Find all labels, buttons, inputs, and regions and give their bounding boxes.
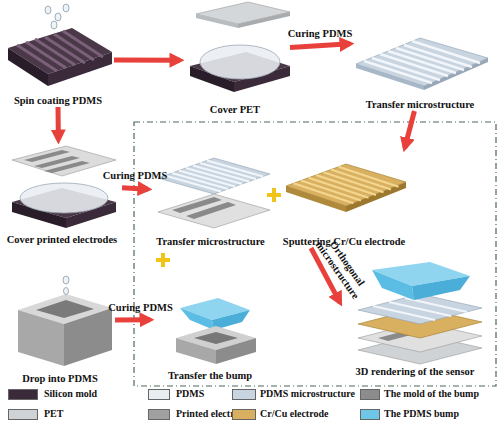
pdms-drops bbox=[63, 276, 69, 295]
pdms-drops bbox=[45, 4, 69, 29]
legend-swatch bbox=[232, 389, 256, 400]
plus-symbol bbox=[267, 188, 281, 202]
step-caption: Transfer the bump bbox=[168, 370, 252, 382]
step-caption: Transfer microstructure bbox=[366, 99, 475, 111]
legend-swatch bbox=[360, 389, 380, 400]
step-caption: Cover printed electrodes bbox=[7, 234, 117, 246]
process-arrow bbox=[405, 111, 415, 148]
plus-symbol bbox=[156, 253, 170, 267]
process-arrow bbox=[122, 188, 148, 190]
process-arrow bbox=[290, 44, 350, 48]
process-step: Cover printed electrodes bbox=[2, 140, 122, 246]
arrow-label: Curing PDMS bbox=[101, 302, 181, 314]
arrow-label: Curing PDMS bbox=[95, 170, 175, 182]
process-step: Transfer microstructure bbox=[350, 15, 490, 111]
step-caption: Drop into PDMS bbox=[22, 373, 98, 385]
legend-label: PDMS bbox=[176, 388, 204, 400]
pdms-microstructure bbox=[356, 38, 488, 90]
step-caption: Transfer microstructure bbox=[156, 236, 265, 248]
legend-label: The PDMS bump bbox=[384, 408, 459, 420]
pdms-bump bbox=[180, 298, 250, 330]
arrow-label: Orthogonal microstructure bbox=[309, 228, 373, 306]
printed-electrodes bbox=[12, 146, 116, 176]
legend-label: Silicon mold bbox=[44, 388, 97, 400]
legend-swatch bbox=[148, 409, 170, 420]
process-arrow bbox=[114, 58, 180, 63]
process-arrow bbox=[56, 107, 61, 140]
process-step: Sputtering Cr/Cu electrode bbox=[278, 148, 410, 248]
silicon-mold bbox=[8, 28, 112, 86]
step-caption: Spin coating PDMS bbox=[14, 95, 102, 107]
legend-swatch bbox=[8, 409, 38, 420]
printed-electrodes bbox=[158, 194, 270, 228]
process-step: Drop into PDMS bbox=[5, 275, 115, 385]
silicon-mold bbox=[190, 45, 290, 92]
legend-label: PET bbox=[44, 408, 63, 420]
crcu-electrode bbox=[286, 164, 406, 212]
silicon-mold bbox=[12, 183, 116, 228]
process-step: Transfer microstructure bbox=[148, 150, 273, 248]
process-step: Spin coating PDMS bbox=[2, 5, 114, 107]
legend-label: PDMS microstructure bbox=[260, 388, 355, 400]
process-arrow bbox=[115, 317, 150, 322]
legend-swatch bbox=[360, 409, 380, 420]
legend-swatch bbox=[232, 409, 256, 420]
legend-swatch bbox=[148, 389, 170, 400]
pdms-microstructure bbox=[158, 158, 270, 194]
step-caption: 3D rendering of the sensor bbox=[356, 366, 475, 378]
step-caption: Cover PET bbox=[210, 104, 260, 116]
legend-label: Cr/Cu electrode bbox=[260, 408, 328, 420]
bump-mold bbox=[176, 326, 256, 364]
arrow-label: Curing PDMS bbox=[280, 28, 360, 40]
bump-mold bbox=[18, 294, 112, 366]
sensor-stack bbox=[358, 262, 482, 364]
legend-label: The mold of the bump bbox=[384, 388, 479, 400]
process-step: Cover PET bbox=[180, 2, 290, 116]
dashed-group-frame bbox=[134, 122, 496, 386]
step-caption: Sputtering Cr/Cu electrode bbox=[283, 236, 405, 248]
pet-sheet bbox=[196, 2, 290, 28]
legend-swatch bbox=[8, 389, 38, 400]
